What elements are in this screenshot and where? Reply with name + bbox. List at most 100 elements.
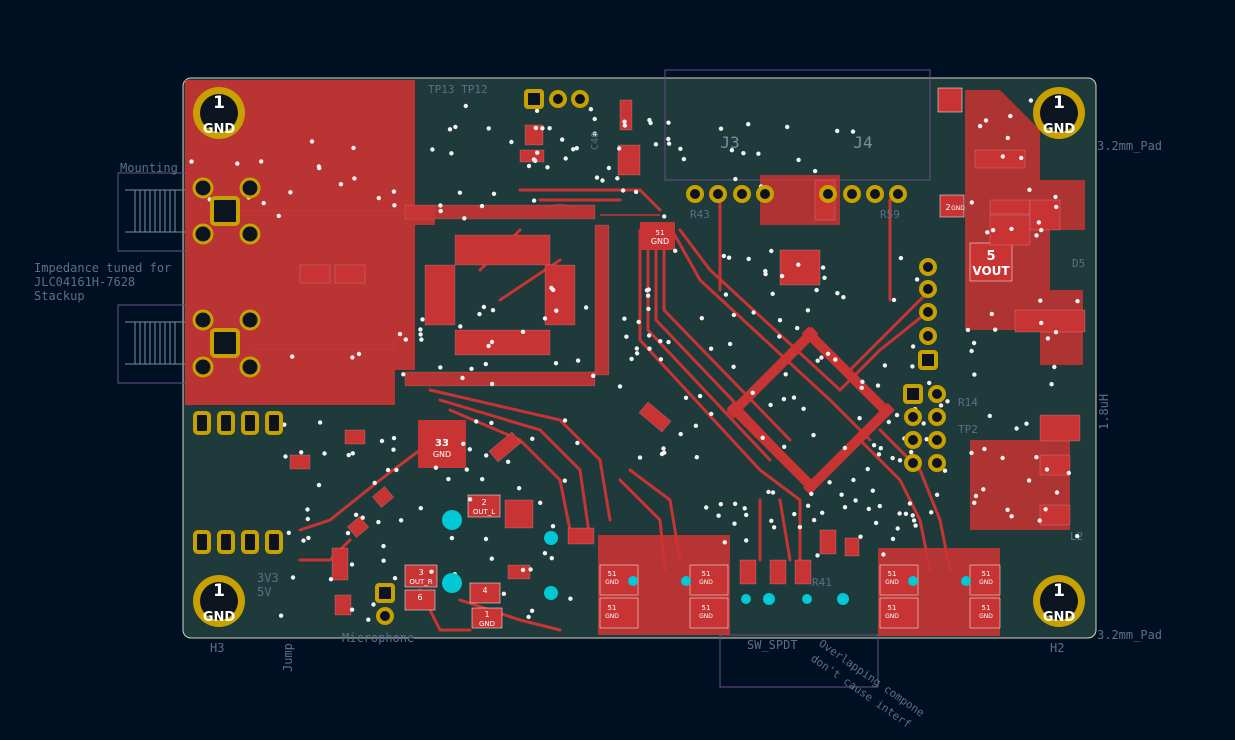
- via: [464, 467, 469, 472]
- usb-mux: [640, 222, 675, 250]
- via: [815, 358, 820, 363]
- via: [981, 487, 986, 492]
- pad-size-label-top: 3.2mm_Pad: [1097, 139, 1162, 153]
- via: [1053, 194, 1058, 200]
- via: [732, 521, 737, 526]
- via: [796, 262, 801, 267]
- via: [305, 507, 310, 512]
- via: [1019, 155, 1024, 161]
- via: [371, 602, 376, 607]
- via: [356, 351, 362, 357]
- via: [379, 438, 385, 444]
- out-r-pad-number: 3: [418, 568, 423, 577]
- via: [835, 291, 840, 296]
- sma-pads-bottom: [192, 309, 261, 378]
- via: [322, 451, 327, 456]
- via: [530, 436, 535, 441]
- via: [726, 255, 732, 260]
- via: [1026, 478, 1032, 483]
- pad-1-net: GND: [479, 620, 495, 628]
- out-r-pad: [404, 564, 438, 588]
- via: [554, 308, 559, 313]
- via: [708, 346, 714, 351]
- via: [971, 340, 977, 346]
- via: [489, 339, 495, 345]
- ref-c40: C40: [590, 132, 601, 150]
- conn-pad-net: GND: [885, 579, 899, 586]
- via: [897, 458, 903, 463]
- via: [965, 327, 971, 333]
- via: [1075, 299, 1080, 304]
- via: [716, 513, 721, 518]
- mounting-hole-net: GND: [203, 122, 236, 137]
- mounting-hole-bottom-left[interactable]: 1 GND: [193, 575, 245, 627]
- sma-pads-top: [192, 177, 261, 245]
- via: [189, 159, 194, 164]
- via: [812, 168, 818, 174]
- via: [550, 524, 556, 529]
- via: [1054, 204, 1059, 210]
- via: [1028, 98, 1034, 103]
- pad-1: [471, 607, 503, 629]
- via: [462, 216, 467, 221]
- via: [673, 248, 678, 253]
- via: [801, 406, 806, 411]
- via: [646, 333, 652, 338]
- via: [921, 421, 926, 426]
- via: [842, 505, 848, 510]
- via: [1027, 187, 1032, 192]
- via: [480, 477, 485, 482]
- mounting-hole-bottom-right[interactable]: 1 GND: [1033, 575, 1085, 627]
- via: [350, 355, 355, 360]
- via: [881, 552, 886, 557]
- via: [661, 446, 666, 451]
- via: [350, 451, 355, 456]
- audio-codec: [418, 420, 466, 468]
- via: [562, 418, 568, 423]
- mounting-hole-h3-top[interactable]: 1 GND: [193, 87, 245, 139]
- mounting-hole-top-right[interactable]: 1 GND: [1033, 87, 1085, 139]
- via: [520, 567, 526, 573]
- via: [1036, 220, 1042, 225]
- rf-module-pads: [404, 204, 610, 387]
- via: [309, 139, 315, 144]
- via: [474, 419, 479, 424]
- via: [545, 165, 550, 170]
- via: [766, 489, 771, 495]
- via: [486, 343, 491, 349]
- via: [449, 535, 455, 541]
- via: [860, 379, 865, 384]
- vout-pad: [969, 242, 1013, 282]
- via: [709, 411, 714, 417]
- via: [391, 189, 397, 194]
- via: [489, 420, 494, 426]
- out-l-pad: [467, 494, 501, 518]
- via: [549, 556, 554, 561]
- via: [352, 176, 357, 181]
- via: [1043, 507, 1048, 512]
- out-l-pad-number: 2: [481, 498, 486, 507]
- via: [914, 277, 920, 282]
- via: [666, 136, 671, 142]
- via: [481, 304, 487, 310]
- via: [636, 319, 641, 325]
- via: [491, 191, 497, 196]
- via: [792, 511, 797, 517]
- via: [681, 156, 687, 162]
- via: [606, 165, 612, 171]
- rail-5v-label: 5V: [257, 585, 271, 599]
- via: [283, 454, 288, 459]
- via: [746, 122, 751, 127]
- via: [825, 351, 831, 356]
- connector-j3-label: J3: [720, 133, 739, 152]
- via: [827, 480, 832, 485]
- via: [1009, 514, 1014, 519]
- via: [634, 346, 639, 351]
- via: [853, 498, 858, 503]
- conn-pad-net: GND: [979, 579, 993, 586]
- pad-1-right: [939, 194, 965, 218]
- via: [1052, 364, 1057, 370]
- via: [779, 273, 785, 279]
- via: [731, 312, 737, 318]
